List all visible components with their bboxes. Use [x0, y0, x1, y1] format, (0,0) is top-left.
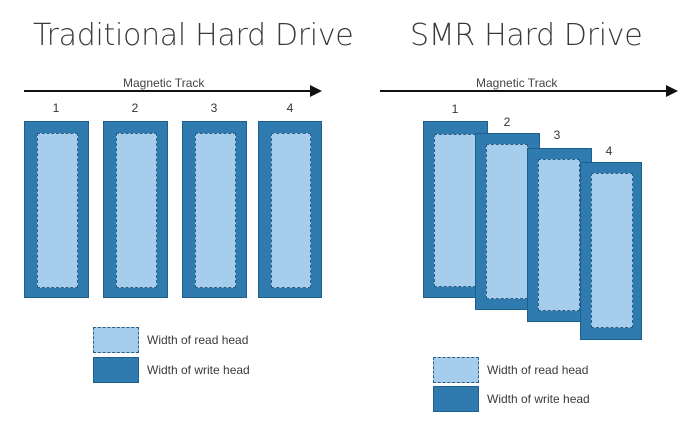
traditional-legend-write-label: Width of write head — [147, 363, 250, 377]
traditional-read-area-1 — [37, 133, 78, 288]
smr-read-area-3 — [538, 159, 580, 311]
read-head-swatch — [433, 357, 479, 383]
smr-track-number-4: 4 — [605, 144, 613, 158]
smr-read-area-1 — [434, 134, 476, 287]
smr-axis-label: Magnetic Track — [476, 76, 558, 90]
traditional-track-1 — [24, 121, 89, 298]
traditional-axis-label: Magnetic Track — [123, 76, 205, 90]
traditional-track-arrow — [24, 85, 322, 97]
smr-track-arrow — [380, 85, 678, 97]
write-head-swatch — [93, 357, 139, 383]
traditional-legend-read: Width of read head — [93, 327, 248, 353]
smr-legend-write-label: Width of write head — [487, 392, 590, 406]
smr-track-number-1: 1 — [451, 102, 459, 116]
write-head-swatch — [433, 386, 479, 412]
smr-track-1 — [423, 121, 488, 298]
smr-read-area-4 — [591, 173, 633, 328]
traditional-read-area-2 — [116, 133, 157, 288]
traditional-track-number-3: 3 — [210, 101, 218, 115]
smr-legend-read-label: Width of read head — [487, 363, 589, 377]
traditional-read-area-3 — [195, 133, 236, 288]
smr-read-area-2 — [486, 144, 528, 299]
traditional-track-3 — [182, 121, 247, 298]
traditional-track-number-1: 1 — [52, 101, 60, 115]
read-head-swatch — [93, 327, 139, 353]
smr-legend-write: Width of write head — [433, 386, 590, 412]
smr-track-number-2: 2 — [503, 115, 511, 129]
traditional-track-2 — [103, 121, 168, 298]
traditional-legend-read-label: Width of read head — [147, 333, 249, 347]
traditional-track-4 — [258, 121, 322, 298]
traditional-legend-write: Width of write head — [93, 357, 250, 383]
traditional-track-number-4: 4 — [286, 101, 294, 115]
smr-title: SMR Hard Drive — [410, 18, 643, 53]
smr-track-number-3: 3 — [553, 128, 561, 142]
smr-legend-read: Width of read head — [433, 357, 588, 383]
smr-track-4 — [580, 162, 642, 340]
traditional-track-number-2: 2 — [131, 101, 139, 115]
traditional-title: Traditional Hard Drive — [33, 18, 354, 53]
traditional-read-area-4 — [271, 133, 311, 288]
